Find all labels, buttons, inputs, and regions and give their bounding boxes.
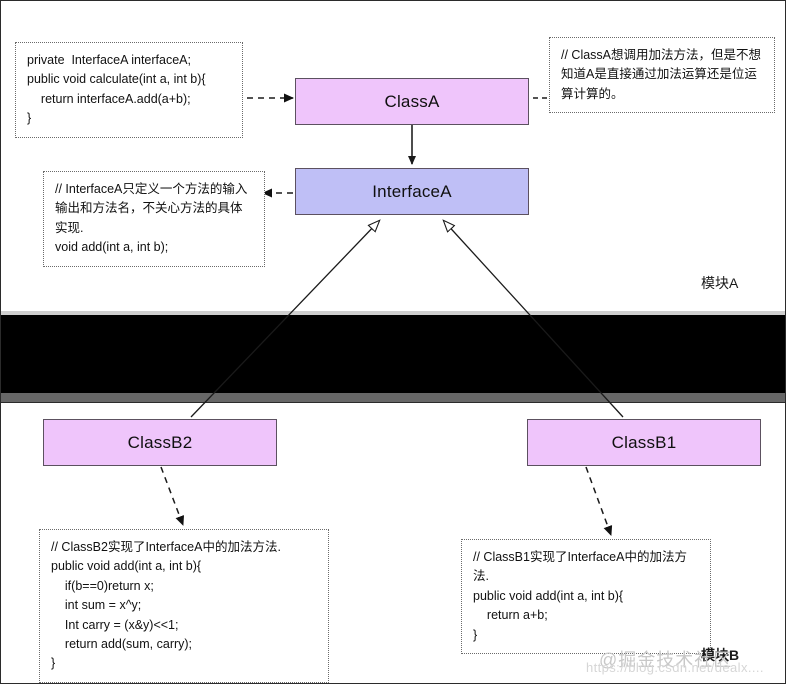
edge-classb2-to-note — [160, 466, 185, 526]
class-box-classb2-label: ClassB2 — [127, 432, 193, 452]
class-box-classb1-label: ClassB1 — [611, 432, 677, 452]
note-classa-description: // ClassA想调用加法方法，但是不想知道A是直接通过加法运算还是位运算计算… — [549, 37, 775, 114]
note-classb2-code: // ClassB2实现了InterfaceA中的加法方法. public vo… — [39, 529, 329, 683]
module-label-b: 模块B — [701, 647, 740, 663]
module-label-a: 模块A — [701, 275, 739, 291]
watermark-brand: @掘金技术社区 — [599, 650, 733, 670]
note-classb1-code: // ClassB1实现了InterfaceA中的加法方法. public vo… — [461, 539, 711, 654]
note-classa-code: private InterfaceA interfaceA; public vo… — [15, 42, 243, 138]
class-box-classb1[interactable]: ClassB1 — [527, 419, 761, 466]
note-interfacea-description: // InterfaceA只定义一个方法的输入输出和方法名，不关心方法的具体实现… — [43, 171, 265, 267]
module-separator-black-band — [1, 315, 785, 393]
class-box-interfacea-label: InterfaceA — [372, 181, 452, 201]
class-box-classa[interactable]: ClassA — [295, 78, 529, 125]
edge-classb1-to-note — [585, 466, 613, 536]
module-separator-bottom-edge — [1, 402, 785, 403]
class-box-interfacea[interactable]: InterfaceA — [295, 168, 529, 215]
module-separator-top-gray — [1, 311, 785, 315]
watermark-url: https://blog.csdn.net/dealx.... — [586, 660, 764, 675]
module-separator-bottom-gray — [1, 393, 785, 402]
class-box-classb2[interactable]: ClassB2 — [43, 419, 277, 466]
class-box-classa-label: ClassA — [384, 91, 440, 111]
